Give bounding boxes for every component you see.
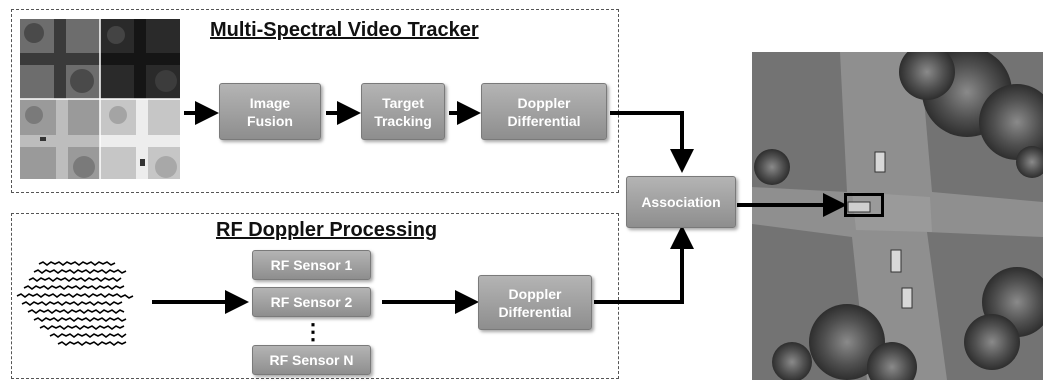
rf-signal-waveforms bbox=[16, 261, 134, 346]
doppler-differential-video-node: Doppler Differential bbox=[481, 83, 607, 140]
arrow-rf-doppler-to-association bbox=[594, 225, 694, 304]
rf-sensor-1-node: RF Sensor 1 bbox=[252, 250, 371, 280]
target-tracking-node: Target Tracking bbox=[361, 83, 445, 140]
aerial-scene-image bbox=[752, 52, 1043, 380]
rf-sensor-2-node: RF Sensor 2 bbox=[252, 287, 371, 317]
rf-sensor-ellipsis: ⋮ bbox=[302, 319, 324, 344]
arrow-doppler-to-association bbox=[610, 111, 694, 173]
multispectral-image-grid bbox=[20, 19, 180, 179]
doppler-differential-rf-node: Doppler Differential bbox=[478, 275, 592, 330]
rf-doppler-panel bbox=[11, 213, 619, 379]
association-node: Association bbox=[626, 176, 736, 228]
rf-sensor-n-node: RF Sensor N bbox=[252, 345, 371, 375]
rf-doppler-title: RF Doppler Processing bbox=[216, 219, 438, 241]
image-fusion-node: Image Fusion bbox=[219, 83, 321, 140]
video-tracker-title: Multi-Spectral Video Tracker bbox=[210, 19, 479, 41]
video-tracker-panel bbox=[11, 9, 619, 193]
